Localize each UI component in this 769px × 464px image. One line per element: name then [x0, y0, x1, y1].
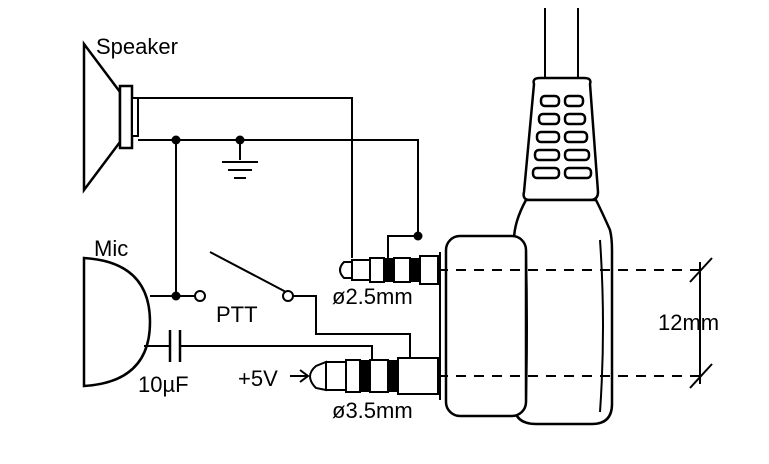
ptt-wire: [293, 295, 411, 362]
dimension-lines: [438, 257, 713, 389]
junction-dot: [413, 231, 423, 241]
jack-3-5mm: [309, 357, 439, 395]
junction-dot: [171, 135, 181, 145]
spacing-label: 12mm: [658, 310, 719, 335]
ptt-switch: [194, 251, 294, 302]
mic-label: Mic: [94, 236, 128, 261]
plug-housing: [439, 8, 614, 426]
capacitor-label: 10µF: [138, 372, 189, 397]
jack-small-label: ø2.5mm: [332, 284, 413, 309]
ground-symbol: [222, 140, 258, 179]
capacitor-symbol: [144, 330, 373, 362]
junction-dot: [235, 135, 245, 145]
speaker-label: Speaker: [96, 34, 178, 59]
supply-label: +5V: [238, 366, 278, 391]
jack-small-ring-wire: [387, 235, 418, 258]
ptt-label: PTT: [216, 302, 258, 327]
speaker-wire-common: [138, 139, 419, 236]
speaker-wire-top: [138, 97, 353, 258]
mic-symbol: [82, 256, 152, 388]
jack-large-label: ø3.5mm: [332, 398, 413, 423]
jack-2-5mm: [339, 255, 439, 285]
speaker-symbol: [82, 40, 139, 194]
